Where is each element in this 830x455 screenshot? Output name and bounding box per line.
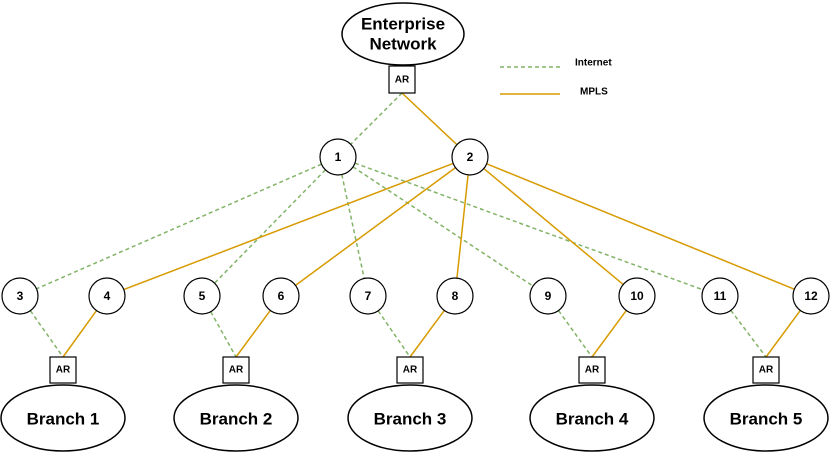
branch-2-access-router (222, 356, 250, 384)
node-10-circle (618, 277, 656, 315)
node-10-label: 10 (630, 289, 644, 303)
branch-3-access-router-label: AR (403, 365, 418, 376)
branch-1-access-router (49, 356, 77, 384)
node-5-label: 5 (199, 289, 206, 303)
mpls-link-2-to-12 (486, 163, 795, 290)
branch-1: Branch 1 AR (0, 356, 126, 452)
internet-link-7-to-branch-3-ar (377, 310, 411, 358)
internet-link-1-to-9 (352, 166, 534, 287)
enterprise-network: Enterprise Network AR (341, 2, 465, 94)
node-6: 6 (262, 277, 300, 315)
internet-link-3-to-branch-1-ar (29, 310, 64, 358)
node-11-label: 11 (714, 289, 727, 303)
node-9-circle (529, 277, 567, 315)
internet-link-11-to-branch-5-ar (730, 309, 767, 358)
internet-link-1-to-7 (341, 174, 365, 279)
branch-4-label: Branch 4 (556, 410, 629, 429)
node-11: 11 (701, 277, 739, 315)
node-11-circle (701, 277, 739, 315)
mpls-link-6-to-branch-2-ar (235, 310, 271, 358)
branch-5-access-router-label: AR (759, 365, 774, 376)
node-6-label: 6 (278, 289, 285, 303)
branch-4: Branch 4 AR (529, 356, 655, 452)
node-9: 9 (529, 277, 567, 315)
node-12: 12 (792, 277, 830, 315)
enterprise-access-router-label: AR (395, 75, 410, 86)
node-8: 8 (436, 277, 474, 315)
branch-5-access-router (752, 356, 780, 384)
branch-2-access-router-label: AR (229, 365, 244, 376)
node-2: 2 (451, 138, 489, 176)
node-7: 7 (349, 277, 387, 315)
node-5-circle (183, 277, 221, 315)
enterprise-network-label-line2: Network (369, 35, 437, 54)
internet-link-1-to-5 (214, 169, 326, 284)
enterprise-network-cloud (341, 2, 465, 66)
mpls-link-2-to-4 (123, 162, 454, 291)
branch-1-label: Branch 1 (27, 410, 100, 429)
node-12-circle (792, 277, 830, 315)
node-12-label: 12 (804, 289, 818, 303)
node-3: 3 (1, 277, 39, 315)
links-layer (29, 92, 801, 358)
mpls-link-12-to-branch-5-ar (765, 310, 801, 358)
enterprise-network-label-line1: Enterprise (361, 15, 445, 34)
branch-5-site (703, 384, 829, 452)
node-8-label: 8 (452, 289, 459, 303)
branch-2: Branch 2 AR (173, 356, 299, 452)
branch-4-site (529, 384, 655, 452)
node-3-label: 3 (17, 289, 24, 303)
internet-link-1-to-3 (36, 163, 322, 290)
node-2-label: 2 (467, 150, 474, 164)
node-4-label: 4 (104, 289, 111, 303)
mpls-link-8-to-branch-3-ar (409, 310, 445, 358)
mpls-link-enterprise-ar-to-2 (401, 92, 458, 146)
node-7-label: 7 (365, 289, 372, 303)
node-9-label: 9 (545, 289, 552, 303)
node-6-circle (262, 277, 300, 315)
branch-3-access-router (396, 356, 424, 384)
internet-link-5-to-branch-2-ar (210, 311, 237, 358)
node-4-circle (88, 277, 126, 315)
mpls-link-10-to-branch-4-ar (591, 310, 627, 358)
node-8-circle (436, 277, 474, 315)
branch-5: Branch 5 AR (703, 356, 829, 452)
branch-3: Branch 3 AR (347, 356, 473, 452)
internet-link-1-to-11 (354, 162, 704, 291)
legend-mpls-label: MPLS (580, 87, 608, 98)
branch-2-site (173, 384, 299, 452)
node-3-circle (1, 277, 39, 315)
enterprise-access-router (388, 65, 416, 94)
mpls-link-2-to-6 (295, 167, 456, 286)
mpls-link-2-to-8 (456, 174, 469, 279)
node-1: 1 (319, 138, 357, 176)
node-5: 5 (183, 277, 221, 315)
branch-1-access-router-label: AR (56, 365, 71, 376)
legend-internet-label: Internet (575, 58, 612, 69)
branch-3-site (347, 384, 473, 452)
node-2-circle (451, 138, 489, 176)
mpls-link-4-to-branch-1-ar (62, 310, 98, 358)
node-1-circle (319, 138, 357, 176)
legend: Internet MPLS (500, 58, 612, 98)
mpls-link-2-to-10 (483, 167, 624, 286)
node-4: 4 (88, 277, 126, 315)
branch-5-label: Branch 5 (730, 410, 803, 429)
branch-4-access-router (578, 356, 606, 384)
branch-1-site (0, 384, 126, 452)
branch-3-label: Branch 3 (374, 410, 447, 429)
internet-link-enterprise-ar-to-1 (350, 92, 403, 145)
branches-layer: Branch 1 AR Branch 2 AR Branch 3 AR Branch 4 AR… (0, 356, 829, 452)
node-1-label: 1 (335, 150, 342, 164)
branch-2-label: Branch 2 (200, 410, 273, 429)
node-10: 10 (618, 277, 656, 315)
branch-4-access-router-label: AR (585, 365, 600, 376)
internet-link-9-to-branch-4-ar (557, 310, 593, 358)
node-7-circle (349, 277, 387, 315)
